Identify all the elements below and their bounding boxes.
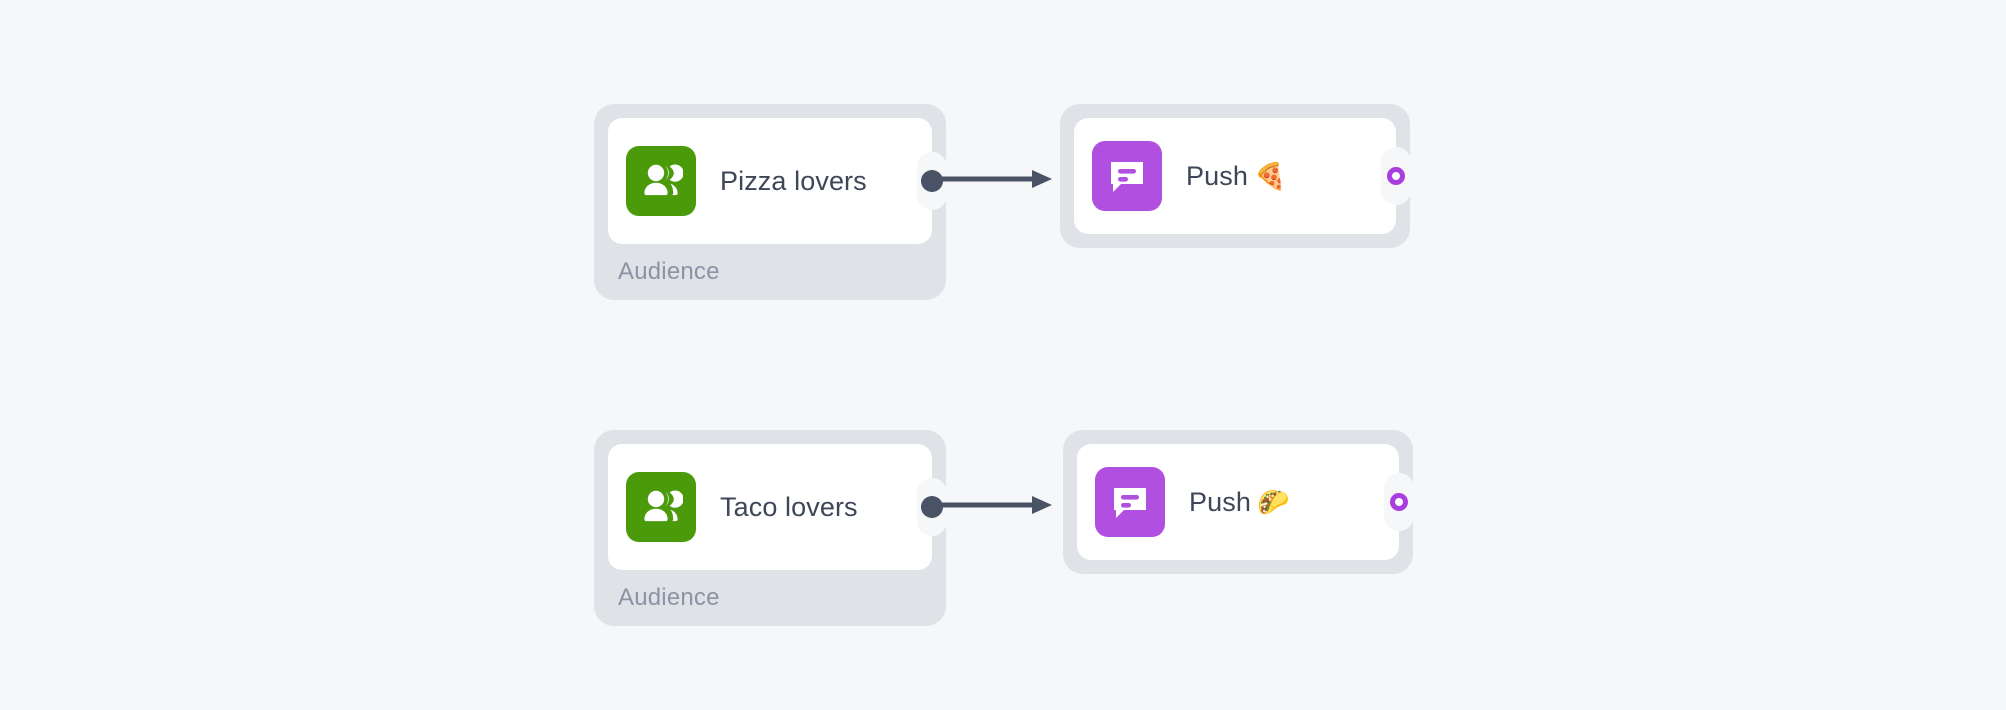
audience-title: Pizza lovers (720, 165, 867, 196)
audience-card[interactable]: Pizza lovers (608, 118, 947, 244)
speech-bubble-icon (1092, 141, 1162, 211)
source-handle-dot[interactable] (921, 496, 943, 518)
push-title-text: Push (1186, 160, 1248, 191)
push-title: Push🌮 (1189, 487, 1289, 518)
audience-footer-label: Audience (618, 258, 720, 285)
audience-title: Taco lovers (720, 491, 858, 522)
audience-footer-label: Audience (618, 584, 720, 611)
people-group-icon (626, 146, 696, 216)
push-card[interactable]: Push🌮 (1077, 444, 1414, 560)
audience-node-pizza[interactable]: Pizza lovers Audience (594, 104, 947, 300)
push-node-pizza[interactable]: Push🍕 (1060, 104, 1411, 248)
audience-card[interactable]: Taco lovers (608, 444, 947, 570)
people-group-icon (626, 472, 696, 542)
push-card[interactable]: Push🍕 (1074, 118, 1411, 234)
target-handle-ring[interactable] (1387, 167, 1405, 185)
push-title: Push🍕 (1186, 161, 1286, 192)
target-handle-ring[interactable] (1390, 493, 1408, 511)
speech-bubble-icon (1095, 467, 1165, 537)
edge-taco (938, 490, 1058, 520)
audience-node-taco[interactable]: Taco lovers Audience (594, 430, 947, 626)
push-node-taco[interactable]: Push🌮 (1063, 430, 1414, 574)
edge-pizza (938, 164, 1058, 194)
source-handle-dot[interactable] (921, 170, 943, 192)
push-title-text: Push (1189, 486, 1251, 517)
push-title-emoji: 🌮 (1256, 486, 1290, 517)
push-title-emoji: 🍕 (1253, 160, 1287, 191)
